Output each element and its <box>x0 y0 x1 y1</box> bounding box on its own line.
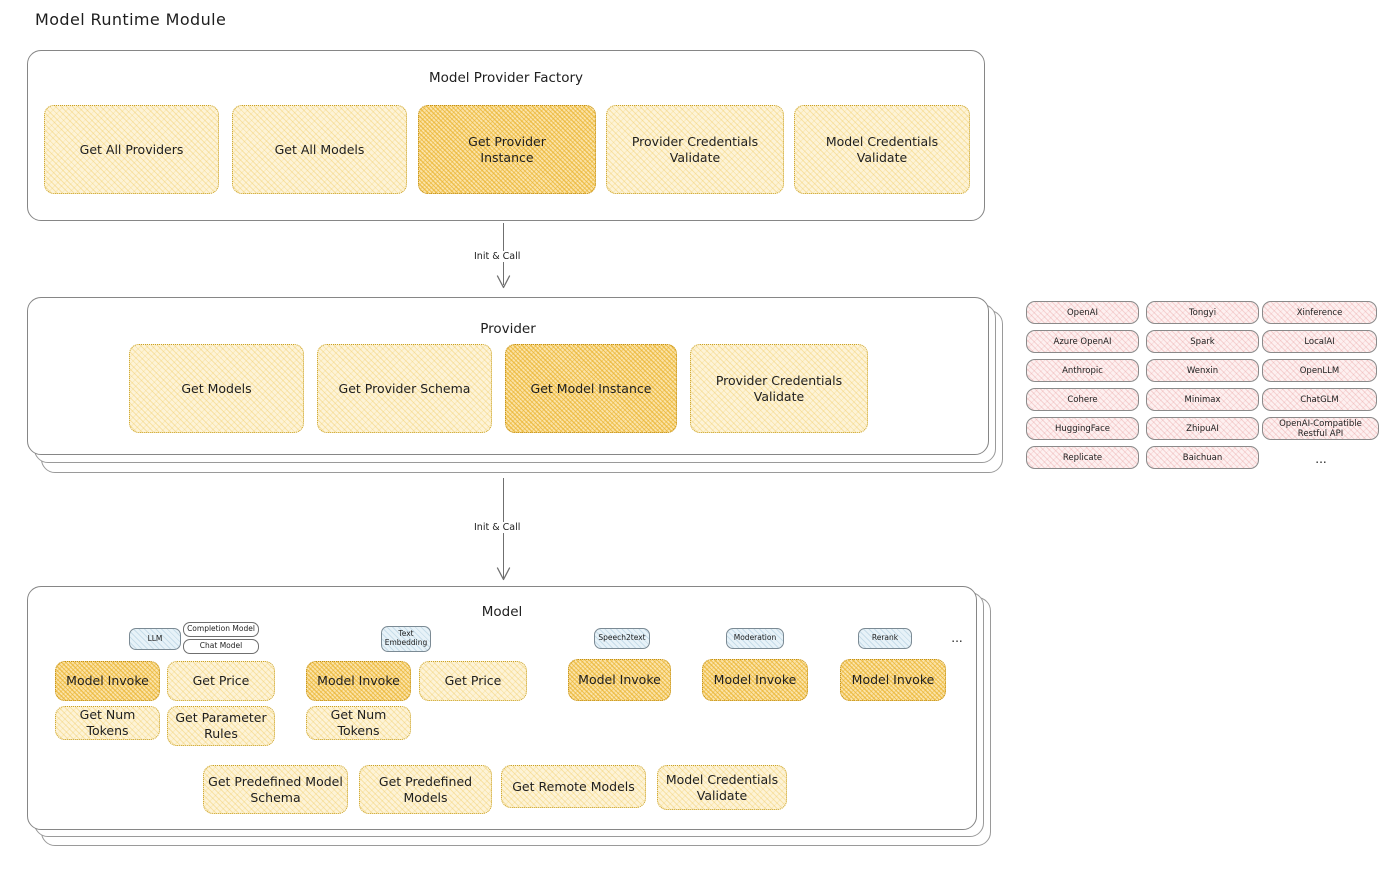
provider-node-get-model-instance[interactable]: Get Model Instance <box>505 344 677 433</box>
model-text-embedding-node-get-price[interactable]: Get Price <box>419 661 527 701</box>
provider-chip-chatglm[interactable]: ChatGLM <box>1262 388 1377 411</box>
model-subtype-badge-chat-model[interactable]: Chat Model <box>183 639 259 654</box>
provider-chip-anthropic[interactable]: Anthropic <box>1026 359 1139 382</box>
model-type-badge-llm[interactable]: LLM <box>129 628 181 650</box>
model-type-badge-speech2text[interactable]: Speech2text <box>594 628 650 649</box>
provider-chip-openai[interactable]: OpenAI <box>1026 301 1139 324</box>
model-subtype-badge-completion-model[interactable]: Completion Model <box>183 622 259 637</box>
provider-chip-xinference[interactable]: Xinference <box>1262 301 1377 324</box>
model-llm-node-model-invoke[interactable]: Model Invoke <box>55 661 160 701</box>
model-type-badge-rerank[interactable]: Rerank <box>858 628 912 649</box>
provider-chip-wenxin[interactable]: Wenxin <box>1146 359 1259 382</box>
model-rerank-node-model-invoke[interactable]: Model Invoke <box>840 659 946 701</box>
model-moderation-node-model-invoke[interactable]: Model Invoke <box>702 659 808 701</box>
provider-chip-cohere[interactable]: Cohere <box>1026 388 1139 411</box>
model-speech2text-node-model-invoke[interactable]: Model Invoke <box>568 659 671 701</box>
provider-chip-openai-compatible-restful-api[interactable]: OpenAI-Compatible Restful API <box>1262 417 1379 440</box>
arrow-2-label: Init & Call <box>470 522 525 533</box>
model-llm-node-get-price[interactable]: Get Price <box>167 661 275 701</box>
factory-node-get-all-providers[interactable]: Get All Providers <box>44 105 219 194</box>
provider-chip-spark[interactable]: Spark <box>1146 330 1259 353</box>
provider-chip-openllm[interactable]: OpenLLM <box>1262 359 1377 382</box>
arrow-2-head <box>496 567 511 581</box>
provider-chip-tongyi[interactable]: Tongyi <box>1146 301 1259 324</box>
factory-node-get-all-models[interactable]: Get All Models <box>232 105 407 194</box>
provider-chip-localai[interactable]: LocalAI <box>1262 330 1377 353</box>
provider-chip-azure-openai[interactable]: Azure OpenAI <box>1026 330 1139 353</box>
provider-node-get-models[interactable]: Get Models <box>129 344 304 433</box>
arrow-1-head <box>496 275 511 289</box>
page-title: Model Runtime Module <box>35 10 227 29</box>
model-llm-node-get-num-tokens[interactable]: Get Num Tokens <box>55 706 160 740</box>
model-type-badge-moderation[interactable]: Moderation <box>726 628 784 649</box>
provider-node-get-provider-schema[interactable]: Get Provider Schema <box>317 344 492 433</box>
arrow-1-label: Init & Call <box>470 251 525 262</box>
model-provider-factory-title: Model Provider Factory <box>428 70 583 86</box>
model-text-embedding-node-get-num-tokens[interactable]: Get Num Tokens <box>306 706 411 740</box>
provider-chip-replicate[interactable]: Replicate <box>1026 446 1139 469</box>
model-types-more: ... <box>951 631 963 645</box>
provider-chip-minimax[interactable]: Minimax <box>1146 388 1259 411</box>
model-text-embedding-node-model-invoke[interactable]: Model Invoke <box>306 661 411 701</box>
provider-chip-baichuan[interactable]: Baichuan <box>1146 446 1259 469</box>
model-common-node-get-remote-models[interactable]: Get Remote Models <box>501 765 646 808</box>
model-title: Model <box>481 604 523 620</box>
provider-list-more: ... <box>1315 452 1327 466</box>
provider-chip-huggingface[interactable]: HuggingFace <box>1026 417 1139 440</box>
provider-chip-zhipuai[interactable]: ZhipuAI <box>1146 417 1259 440</box>
provider-title: Provider <box>480 321 536 337</box>
